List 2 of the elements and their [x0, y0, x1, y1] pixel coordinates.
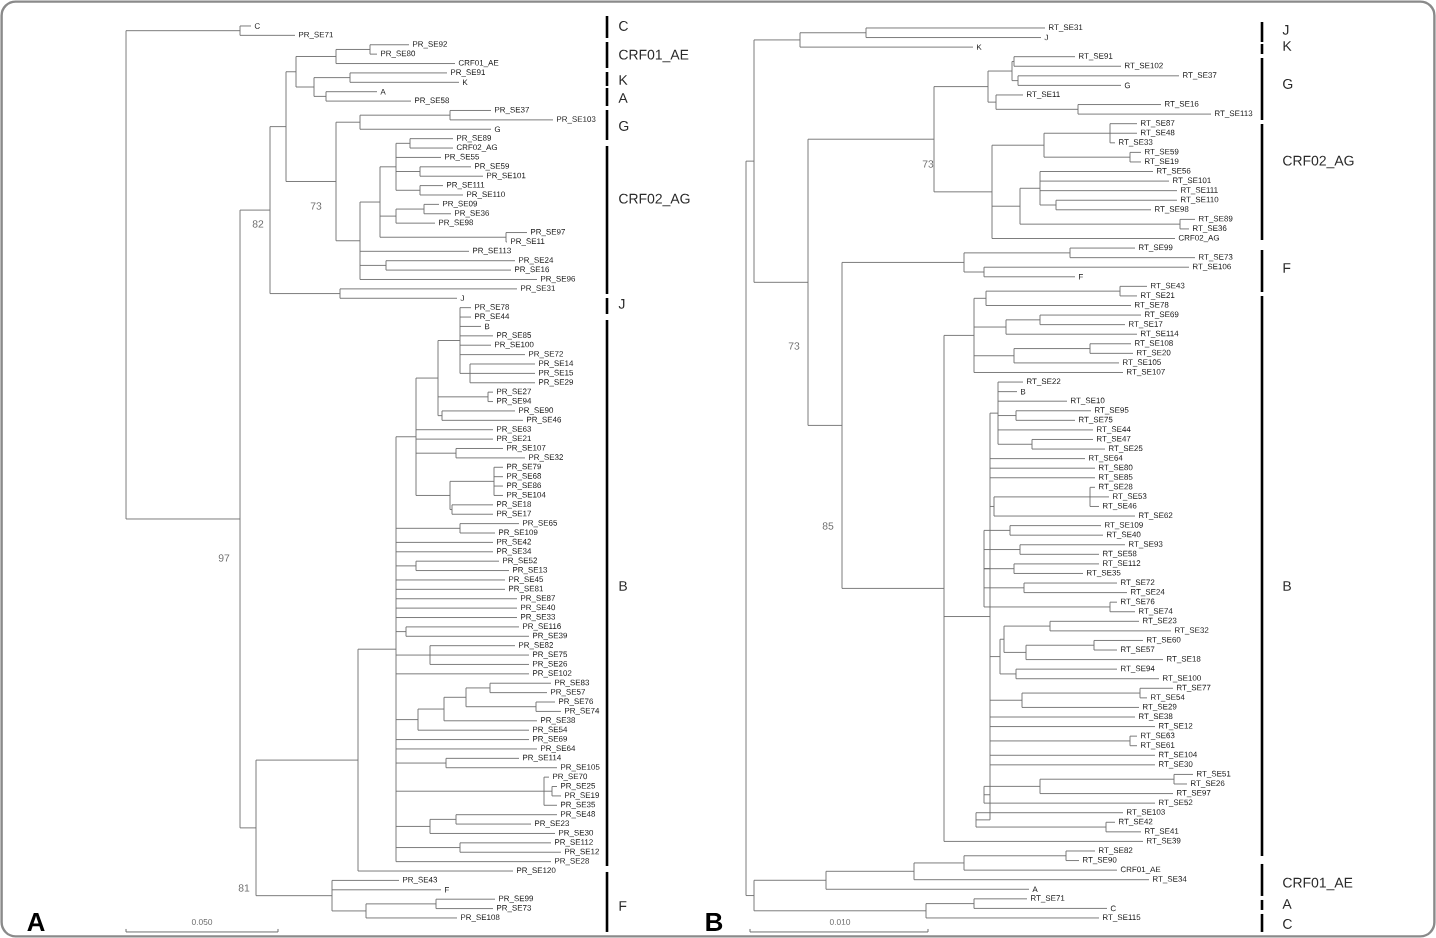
panel-letter: A [27, 913, 45, 931]
panel-letter: B [706, 913, 723, 931]
